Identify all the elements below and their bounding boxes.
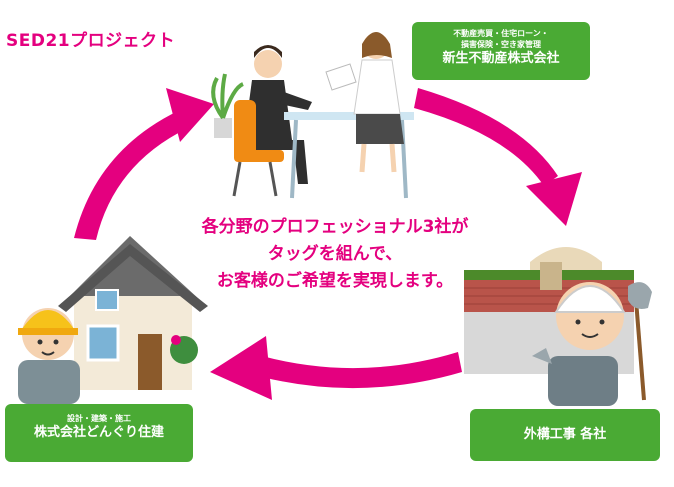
builder-company-label: 設計・建築・施工 株式会社どんぐり住建	[5, 404, 193, 462]
builder-worker-illustration	[18, 308, 80, 404]
center-message: 各分野のプロフェッショナル3社が タッグを組んで、 お客様のご希望を実現します。	[150, 214, 520, 295]
house-illustration	[58, 236, 208, 390]
real-estate-company-label: 不動産売買・住宅ローン・ 損害保険・空き家管理 新生不動産株式会社	[412, 22, 590, 80]
center-message-line-2: タッグを組んで、	[267, 244, 403, 264]
builder-company-name: 株式会社どんぐり住建	[33, 425, 164, 440]
cycle-arrows-icon	[74, 88, 582, 400]
real-estate-company-name: 新生不動産株式会社	[442, 51, 560, 66]
exterior-company-label: 外構工事 各社	[470, 409, 660, 461]
real-estate-services-line-1: 不動産売買・住宅ローン・	[453, 29, 549, 38]
center-message-line-1: 各分野のプロフェッショナル3社が	[201, 217, 469, 237]
exterior-worker-illustration	[532, 282, 652, 406]
project-title: SED21プロジェクト	[6, 31, 176, 51]
builder-services: 設計・建築・施工	[67, 414, 131, 423]
meeting-illustration	[211, 32, 414, 199]
exterior-company-name: 外構工事 各社	[523, 427, 607, 442]
center-message-line-3: お客様のご希望を実現します。	[216, 271, 454, 291]
real-estate-services-line-2: 損害保険・空き家管理	[461, 40, 541, 49]
